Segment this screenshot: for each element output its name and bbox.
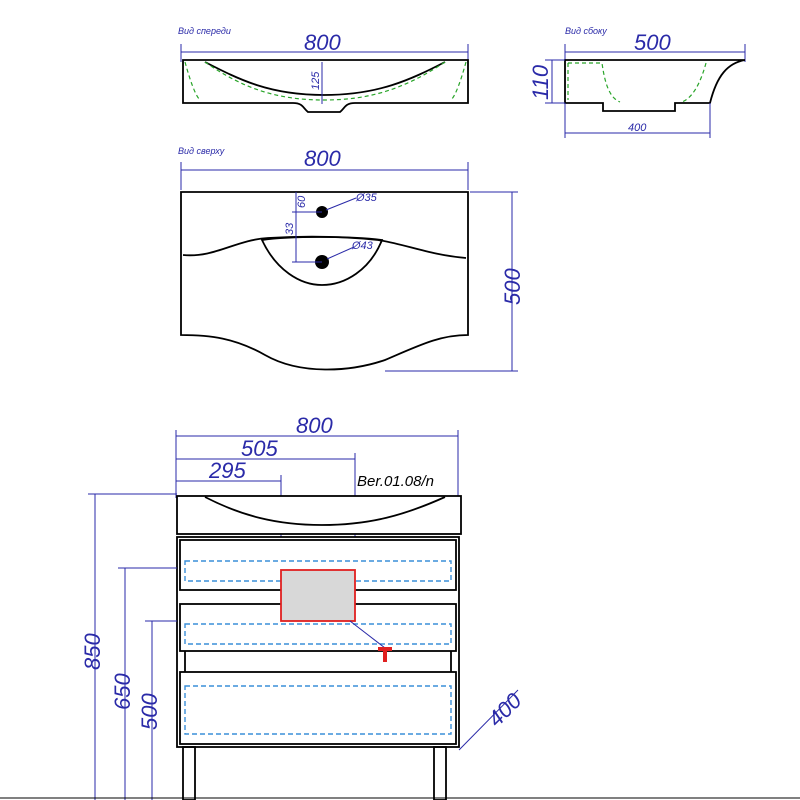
front-view: Вид спереди 800 125 <box>178 26 469 113</box>
cabinet-sink-top <box>176 495 462 535</box>
top-view-label: Вид сверху <box>178 146 225 156</box>
front-width-label: 800 <box>304 30 341 55</box>
top-basin-outline <box>180 191 469 371</box>
side-basin-outline <box>564 59 746 112</box>
offset-60-label: 60 <box>296 195 308 208</box>
height-650-label: 650 <box>110 673 135 710</box>
offset-33-label: 33 <box>284 222 296 235</box>
top-view: Вид сверху 800 Ø35 Ø43 60 33 500 <box>178 146 525 372</box>
drawer-bottom <box>179 671 457 745</box>
drain-hole-diameter: Ø43 <box>351 240 374 252</box>
drawer-bottom-inner <box>184 685 452 735</box>
cabinet-body <box>176 536 460 748</box>
cabinet-depth-label: 400 <box>483 687 527 731</box>
cabinet-leg-left <box>182 746 196 800</box>
side-view: Вид сбоку 500 110 400 <box>528 26 746 138</box>
top-width-label: 800 <box>304 146 341 171</box>
side-height-label: 110 <box>528 64 553 100</box>
front-basin-outline <box>182 59 469 113</box>
water-outlet-icon <box>378 647 392 662</box>
height-850-label: 850 <box>80 633 105 670</box>
cabinet-view: 800 505 295 Ber.01.08/n <box>0 413 800 800</box>
tap-hole-diameter: Ø35 <box>355 192 378 204</box>
side-base-label: 400 <box>628 122 647 134</box>
drawer-middle-inner <box>184 623 452 645</box>
front-view-label: Вид спереди <box>178 26 231 36</box>
model-code: Ber.01.08/n <box>357 473 434 490</box>
side-view-label: Вид сбоку <box>565 26 607 36</box>
front-depth-label: 125 <box>310 71 322 90</box>
height-500-label: 500 <box>137 693 162 730</box>
cabinet-leg-right <box>433 746 447 800</box>
offset-295-label: 295 <box>208 458 246 483</box>
top-depth-label: 500 <box>500 268 525 305</box>
offset-505-label: 505 <box>241 436 278 461</box>
cabinet-width-label: 800 <box>296 413 333 438</box>
side-width-label: 500 <box>634 30 671 55</box>
plumbing-service-zone <box>280 569 356 622</box>
top-bowl-opening <box>260 236 384 286</box>
